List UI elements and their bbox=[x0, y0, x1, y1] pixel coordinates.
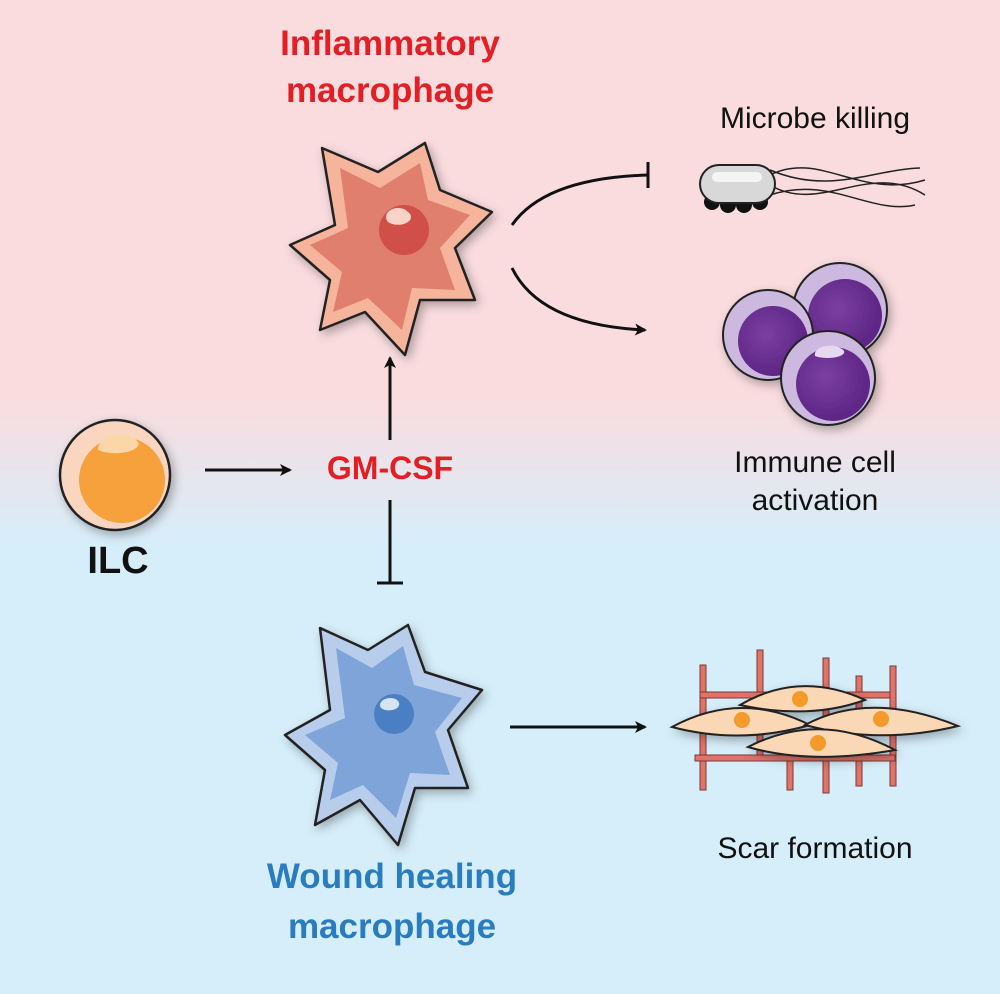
immune-activation-label-line1: Immune cell bbox=[734, 446, 896, 479]
immune-cells-icon bbox=[722, 262, 888, 426]
wound-title-line1: Wound healing bbox=[267, 857, 517, 896]
inflammatory-to-immune-activation-arrow bbox=[510, 267, 647, 336]
wound-title-line2: macrophage bbox=[288, 907, 496, 946]
microbe-icon bbox=[699, 164, 926, 213]
inflammatory-title-line2: macrophage bbox=[286, 71, 494, 110]
scar-formation-label: Scar formation bbox=[717, 832, 912, 865]
gm-csf-label: GM-CSF bbox=[327, 450, 453, 486]
inflammatory-title-line1: Inflammatory bbox=[280, 24, 500, 63]
scar-tissue-icon bbox=[669, 649, 962, 794]
wound-healing-macrophage-icon bbox=[283, 623, 484, 847]
ilc-cell-icon bbox=[58, 418, 172, 532]
gmcsf-inhibits-wound-line bbox=[377, 500, 403, 585]
inflammatory-to-microbe-killing-line bbox=[510, 162, 650, 226]
immune-activation-label-line2: activation bbox=[752, 484, 879, 517]
ilc-label: ILC bbox=[87, 540, 148, 582]
inflammatory-macrophage-icon bbox=[288, 141, 494, 357]
microbe-killing-label: Microbe killing bbox=[720, 102, 910, 135]
